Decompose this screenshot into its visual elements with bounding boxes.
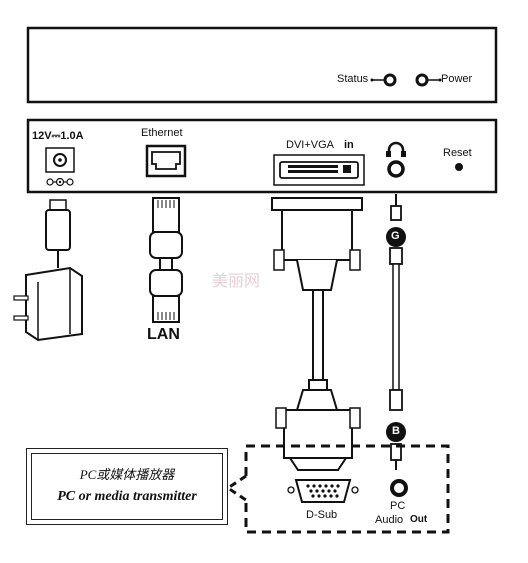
source-pointer (225, 474, 247, 502)
source-dashed-border (244, 444, 450, 534)
source-box-inner: PC或媒体播放器 PC or media transmitter (31, 453, 223, 520)
source-box: PC或媒体播放器 PC or media transmitter (26, 448, 228, 525)
front-panel (26, 26, 498, 104)
dsub-port-icon (287, 479, 359, 503)
dsub-label: D-Sub (306, 509, 338, 521)
plug-g-label: G (391, 230, 400, 242)
source-en-label: PC or media transmitter (57, 489, 197, 504)
reset-button-icon (455, 163, 463, 171)
watermark: 美丽网 (212, 273, 261, 290)
status-label: Status (337, 73, 369, 85)
dc-input-label: 12V⎓1.0A (32, 130, 84, 142)
plug-b-label: B (392, 425, 400, 437)
dvi-port-icon (273, 154, 365, 186)
audio-label: Audio (375, 514, 404, 526)
ethernet-port-icon (145, 144, 187, 178)
dvi-vga-label: DVI+VGA (286, 139, 334, 151)
audio-cable-icon (386, 194, 406, 470)
reset-label: Reset (443, 147, 472, 159)
vga-cable-icon (271, 197, 363, 471)
source-cn-label: PC或媒体播放器 (79, 467, 175, 482)
dvi-in-label: in (344, 139, 354, 151)
dc-jack-icon (45, 147, 75, 187)
audio-out-label: Out (410, 514, 428, 525)
headphone-icon (386, 141, 406, 178)
lan-cable-icon (149, 197, 183, 323)
ethernet-label: Ethernet (141, 127, 183, 139)
status-led-icon (370, 73, 397, 87)
pc-label: PC (390, 500, 406, 512)
pc-audio-jack-icon (390, 479, 408, 497)
lan-label: LAN (147, 326, 180, 343)
power-adapter-icon (13, 199, 83, 342)
power-led-icon (415, 73, 442, 87)
back-panel (26, 118, 498, 194)
power-label: Power (441, 73, 473, 85)
